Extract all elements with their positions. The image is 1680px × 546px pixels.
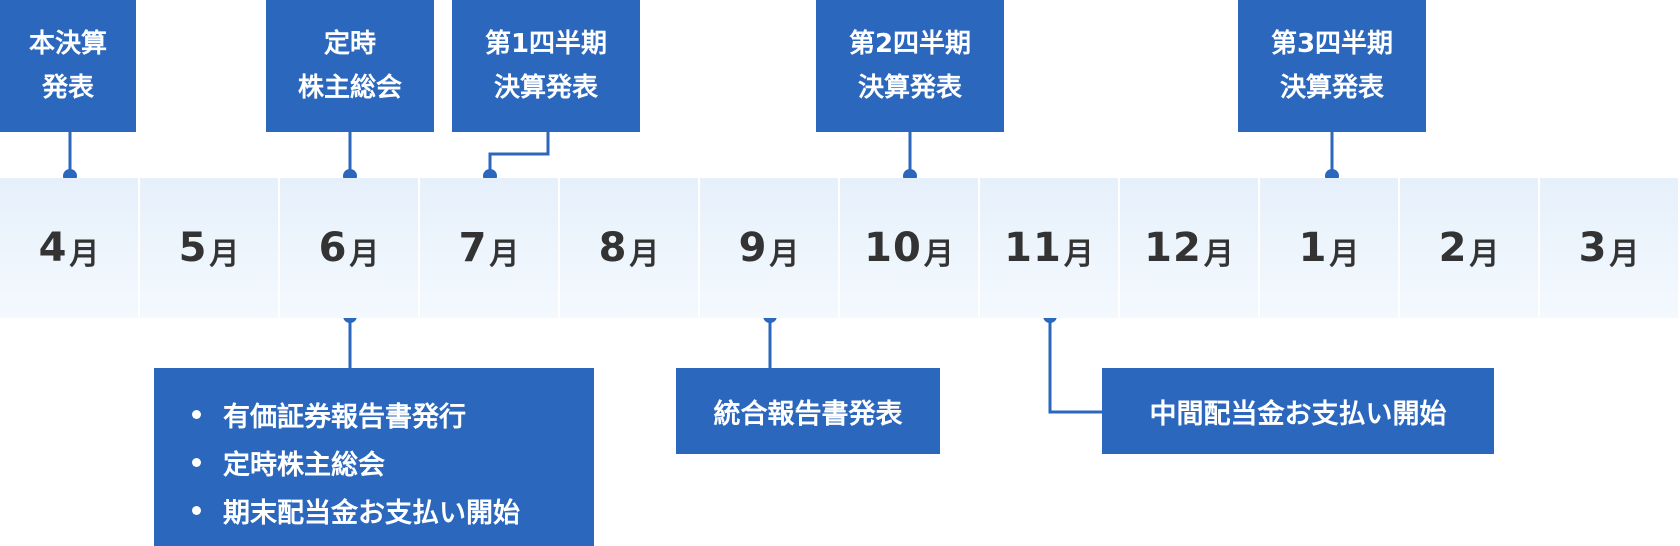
event-label-line: 本決算	[28, 29, 107, 59]
event-q3-results: 第3四半期 決算発表	[1238, 0, 1426, 132]
event-label-line: 発表	[41, 73, 94, 103]
list-item-label: 期末配当金お支払い開始	[223, 497, 520, 529]
list-item: 期末配当金お支払い開始	[192, 486, 520, 534]
month-unit: 月	[489, 237, 520, 272]
month-number: 11	[1004, 225, 1062, 271]
month-unit: 月	[1063, 237, 1094, 272]
event-label-line: 株主総会	[297, 73, 402, 103]
month-number: 6	[318, 225, 348, 271]
bullet-icon	[192, 457, 201, 467]
event-label-line: 第2四半期	[848, 29, 972, 59]
month-number: 4	[38, 225, 68, 271]
event-label: 統合報告書発表	[713, 398, 903, 430]
month-unit: 月	[769, 237, 800, 272]
event-label-line: 決算発表	[1279, 73, 1384, 103]
event-q1-results: 第1四半期 決算発表	[452, 0, 640, 132]
event-label-line: 決算発表	[857, 73, 962, 103]
month-number: 7	[458, 225, 488, 271]
month-number: 1	[1298, 225, 1328, 271]
event-agm: 定時 株主総会	[266, 0, 434, 132]
month-number: 10	[864, 225, 922, 271]
event-label: 中間配当金お支払い開始	[1149, 398, 1447, 430]
month-unit: 月	[1329, 237, 1360, 272]
event-q2-results: 第2四半期 決算発表	[816, 0, 1004, 132]
event-interim-dividend: 中間配当金お支払い開始	[1102, 368, 1494, 454]
month-number: 8	[598, 225, 628, 271]
month-number: 2	[1438, 225, 1468, 271]
list-item: 定時株主総会	[192, 438, 385, 486]
list-item-label: 有価証券報告書発行	[223, 401, 466, 433]
month-unit: 月	[209, 237, 240, 272]
list-item-label: 定時株主総会	[223, 449, 385, 481]
month-number: 3	[1578, 225, 1608, 271]
month-unit: 月	[349, 237, 380, 272]
month-unit: 月	[1609, 237, 1640, 272]
month-unit: 月	[923, 237, 954, 272]
month-number: 12	[1144, 225, 1202, 271]
month-number: 9	[738, 225, 768, 271]
month-unit: 月	[1203, 237, 1234, 272]
event-label-line: 第1四半期	[484, 29, 608, 59]
event-annual-results: 本決算 発表	[0, 0, 136, 132]
event-label-line: 定時	[323, 29, 376, 59]
event-label-line: 決算発表	[493, 73, 598, 103]
event-june-list: 有価証券報告書発行 定時株主総会 期末配当金お支払い開始	[154, 368, 594, 546]
event-label-line: 第3四半期	[1270, 29, 1394, 59]
event-integrated-report: 統合報告書発表	[676, 368, 940, 454]
month-unit: 月	[1469, 237, 1500, 272]
month-unit: 月	[629, 237, 660, 272]
bullet-icon	[192, 409, 201, 419]
bullet-icon	[192, 505, 201, 515]
month-number: 5	[178, 225, 208, 271]
month-unit: 月	[69, 237, 100, 272]
list-item: 有価証券報告書発行	[192, 390, 466, 438]
